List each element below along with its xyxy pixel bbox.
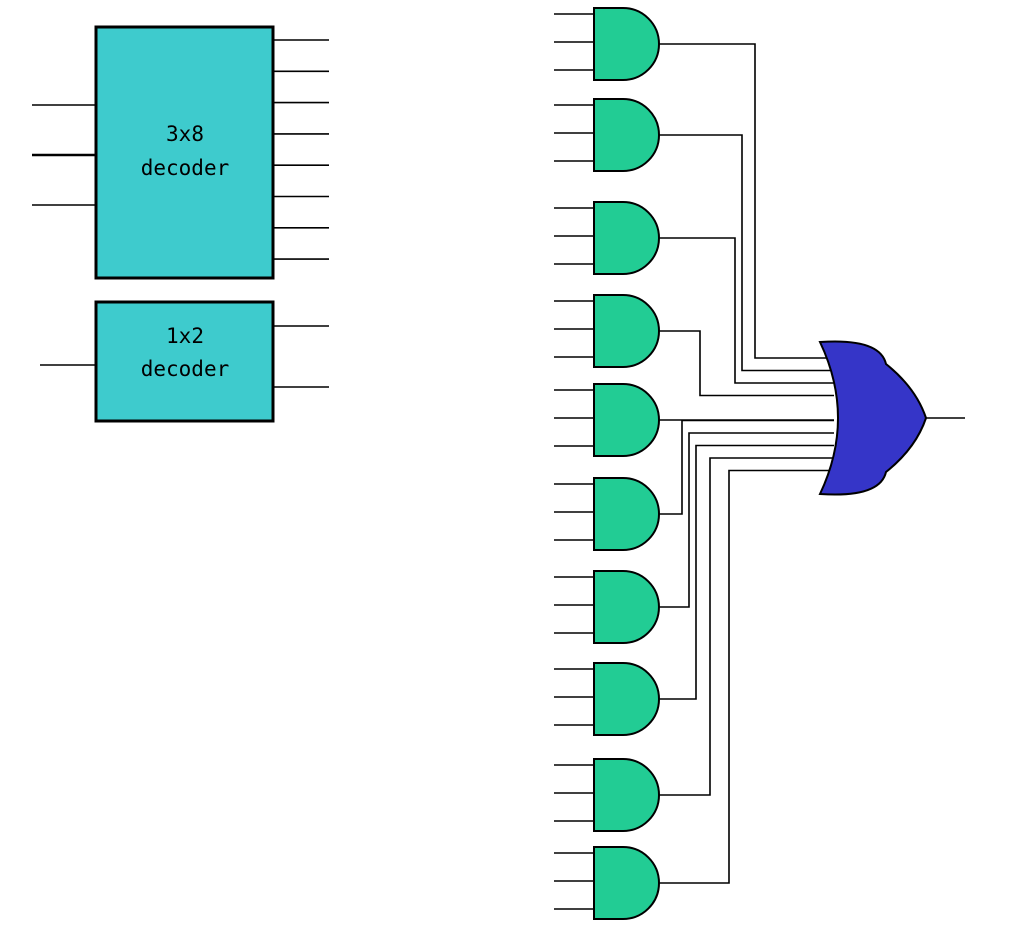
and-gate-icon (593, 7, 660, 81)
decoder-1x2-box (94, 300, 275, 423)
decoder-3x8: 3x8 decoder (32, 25, 329, 280)
and-gate-icon (593, 383, 660, 457)
or-gate-routing-wires (659, 43, 834, 884)
and-gate-icon (593, 846, 660, 920)
decoder-3x8-label-line2: decoder (141, 156, 230, 180)
and-to-or-wire (659, 432, 834, 608)
and-gate-icon (593, 201, 660, 275)
decoder-1x2: 1x2 decoder (40, 300, 329, 423)
decoder-3x8-outputs (273, 39, 329, 260)
and-to-or-wire (659, 469, 834, 884)
and-to-or-wire (659, 330, 834, 397)
or-gate-group (818, 340, 965, 496)
and-gate-input-wires (554, 13, 594, 910)
decoder-3x8-box (94, 25, 275, 280)
and-to-or-wire (659, 457, 834, 796)
and-gate-icon (593, 758, 660, 832)
and-gate-icon (593, 662, 660, 736)
decoder-3x8-label-line1: 3x8 (166, 122, 204, 146)
and-gate-icon (593, 294, 660, 368)
decoder-1x2-label-line2: decoder (141, 357, 230, 381)
and-gate-icon (593, 570, 660, 644)
and-gate-icon (593, 477, 660, 551)
and-gate-array (593, 7, 660, 920)
and-gate-icon (593, 98, 660, 172)
or-gate-icon (818, 340, 928, 496)
and-to-or-wire (659, 419, 834, 515)
and-to-or-wire (659, 134, 834, 372)
and-to-or-wire (659, 444, 834, 700)
and-to-or-wire (659, 43, 834, 359)
decoder-1x2-label-line1: 1x2 (166, 324, 204, 348)
and-to-or-wire (659, 237, 834, 384)
